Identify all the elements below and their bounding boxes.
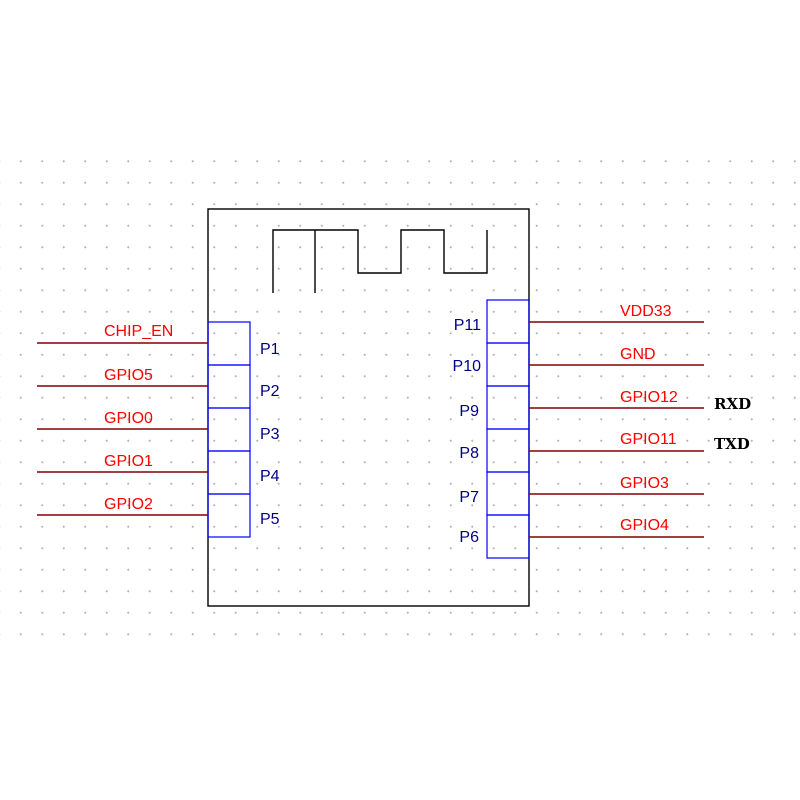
net-label-gpio1: GPIO1: [104, 453, 153, 470]
pin-number-p11: P11: [454, 317, 481, 334]
pin-number-p9: P9: [459, 403, 479, 420]
pin-number-p2: P2: [260, 383, 280, 400]
net-label-gpio12: GPIO12: [620, 389, 678, 406]
grid-mask-bottom: [0, 640, 800, 800]
net-label-gpio11: GPIO11: [620, 431, 677, 448]
rxd-label: RXD: [714, 395, 751, 413]
pin-box-p7: [486, 471, 530, 516]
pin-box-p4: [207, 450, 251, 495]
pin-box-p6: [486, 514, 530, 559]
net-label-gpio5: GPIO5: [104, 367, 153, 384]
net-label-chip-en: CHIP_EN: [104, 323, 173, 340]
pin-box-p9: [486, 385, 530, 430]
pin-number-p7: P7: [459, 489, 479, 506]
pin-number-p1: P1: [260, 341, 280, 358]
pin-box-p2: [207, 364, 251, 409]
right-wires: [529, 321, 704, 538]
left-pin-block: [207, 321, 251, 538]
net-label-gpio4: GPIO4: [620, 517, 669, 534]
module-body-outline: [207, 208, 530, 607]
grid-mask-top: [0, 0, 800, 158]
pin-number-p10: P10: [453, 358, 482, 375]
pin-box-p1: [207, 321, 251, 366]
net-label-gpio0: GPIO0: [104, 410, 153, 427]
net-label-gpio2: GPIO2: [104, 496, 153, 513]
left-wires: [37, 342, 208, 516]
pcb-antenna-trace-icon: [272, 229, 488, 293]
pin-box-p8: [486, 428, 530, 473]
pin-box-p5: [207, 493, 251, 538]
net-label-gnd: GND: [620, 346, 656, 363]
net-label-vdd33: VDD33: [620, 303, 672, 320]
right-pin-block: [486, 299, 530, 559]
pin-number-p5: P5: [260, 511, 280, 528]
pin-box-p11: [486, 299, 530, 344]
pin-box-p10: [486, 342, 530, 387]
pin-number-p3: P3: [260, 426, 280, 443]
pin-number-p4: P4: [260, 468, 280, 485]
pin-number-p8: P8: [459, 445, 479, 462]
txd-label: TXD: [714, 435, 750, 453]
pin-box-p3: [207, 407, 251, 452]
net-label-gpio3: GPIO3: [620, 475, 669, 492]
pin-number-p6: P6: [459, 529, 479, 546]
